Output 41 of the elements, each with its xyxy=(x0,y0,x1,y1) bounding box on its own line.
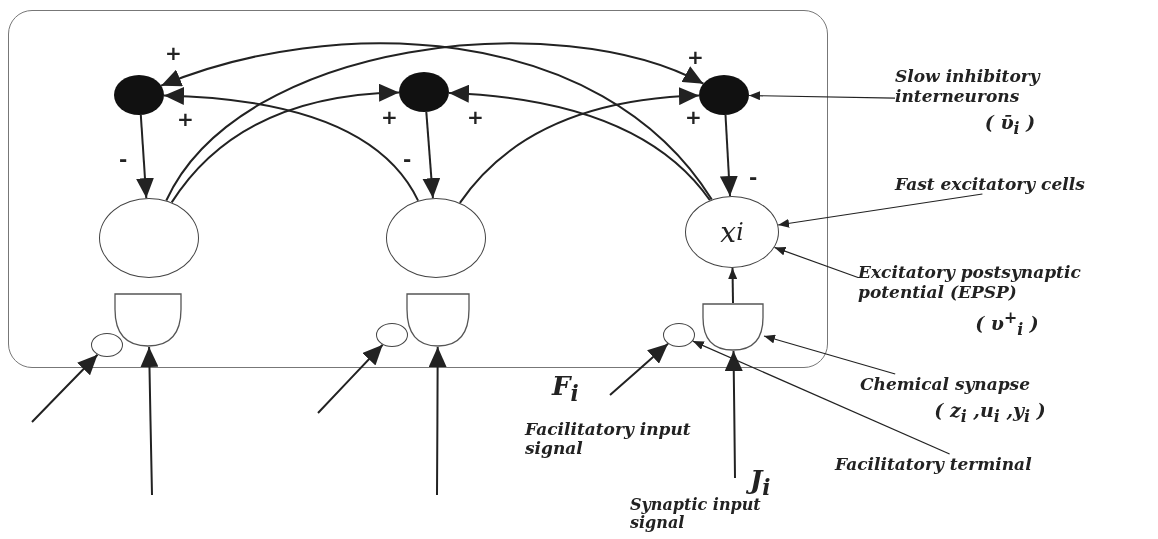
leader-line xyxy=(692,340,951,455)
arrow xyxy=(724,350,743,479)
arrow xyxy=(609,342,669,396)
terminal-circle xyxy=(663,323,695,347)
arrow xyxy=(136,114,154,200)
arrow xyxy=(140,346,159,496)
leader-line xyxy=(748,91,896,101)
callout-label: Slow inhibitory interneurons xyxy=(895,66,1042,106)
inhibitory-neuron xyxy=(399,72,449,112)
callout-label: Fast excitatory cells xyxy=(895,174,1086,194)
callout-label: Excitatory postsynaptic potential (EPSP) xyxy=(858,262,1082,302)
sign-label: + xyxy=(684,108,703,126)
sign-label: + xyxy=(164,44,183,62)
arrow xyxy=(31,353,99,423)
signal-label: Facilitatory input signal xyxy=(525,420,692,458)
symbol-label: ( z$_{i}$ ,u$_{i}$ ,y$_{i}$ ) xyxy=(933,400,1047,427)
terminal-circle xyxy=(91,333,123,357)
synapse-cup xyxy=(702,303,764,351)
callout-label: Facilitatory terminal xyxy=(835,454,1033,474)
leader-line xyxy=(773,246,859,279)
symbol-label: ( ῡ$_{i}$ ) xyxy=(983,112,1037,139)
leader-line xyxy=(777,193,983,228)
arrow xyxy=(719,114,738,197)
network-box xyxy=(8,10,828,368)
terminal-circle xyxy=(376,323,408,347)
synapse-cup xyxy=(114,293,182,347)
inhibitory-neuron xyxy=(699,75,749,115)
inhibitory-neuron xyxy=(114,75,164,115)
sign-label: + xyxy=(686,48,705,66)
synapse-cup xyxy=(406,293,470,347)
arrow xyxy=(428,346,447,496)
arrow xyxy=(422,110,441,200)
symbol-label: ( υ$^{+}$$_{i}$ ) xyxy=(974,308,1040,341)
callout-label: Chemical synapse xyxy=(860,374,1031,394)
arrow xyxy=(317,343,384,414)
sign-label: + xyxy=(380,108,399,126)
sign-label: + xyxy=(466,108,485,126)
sign-label: + xyxy=(176,110,195,128)
arrow xyxy=(728,267,738,304)
symbol-label: F$_{i}$ xyxy=(552,372,580,409)
leader-line xyxy=(763,334,896,375)
